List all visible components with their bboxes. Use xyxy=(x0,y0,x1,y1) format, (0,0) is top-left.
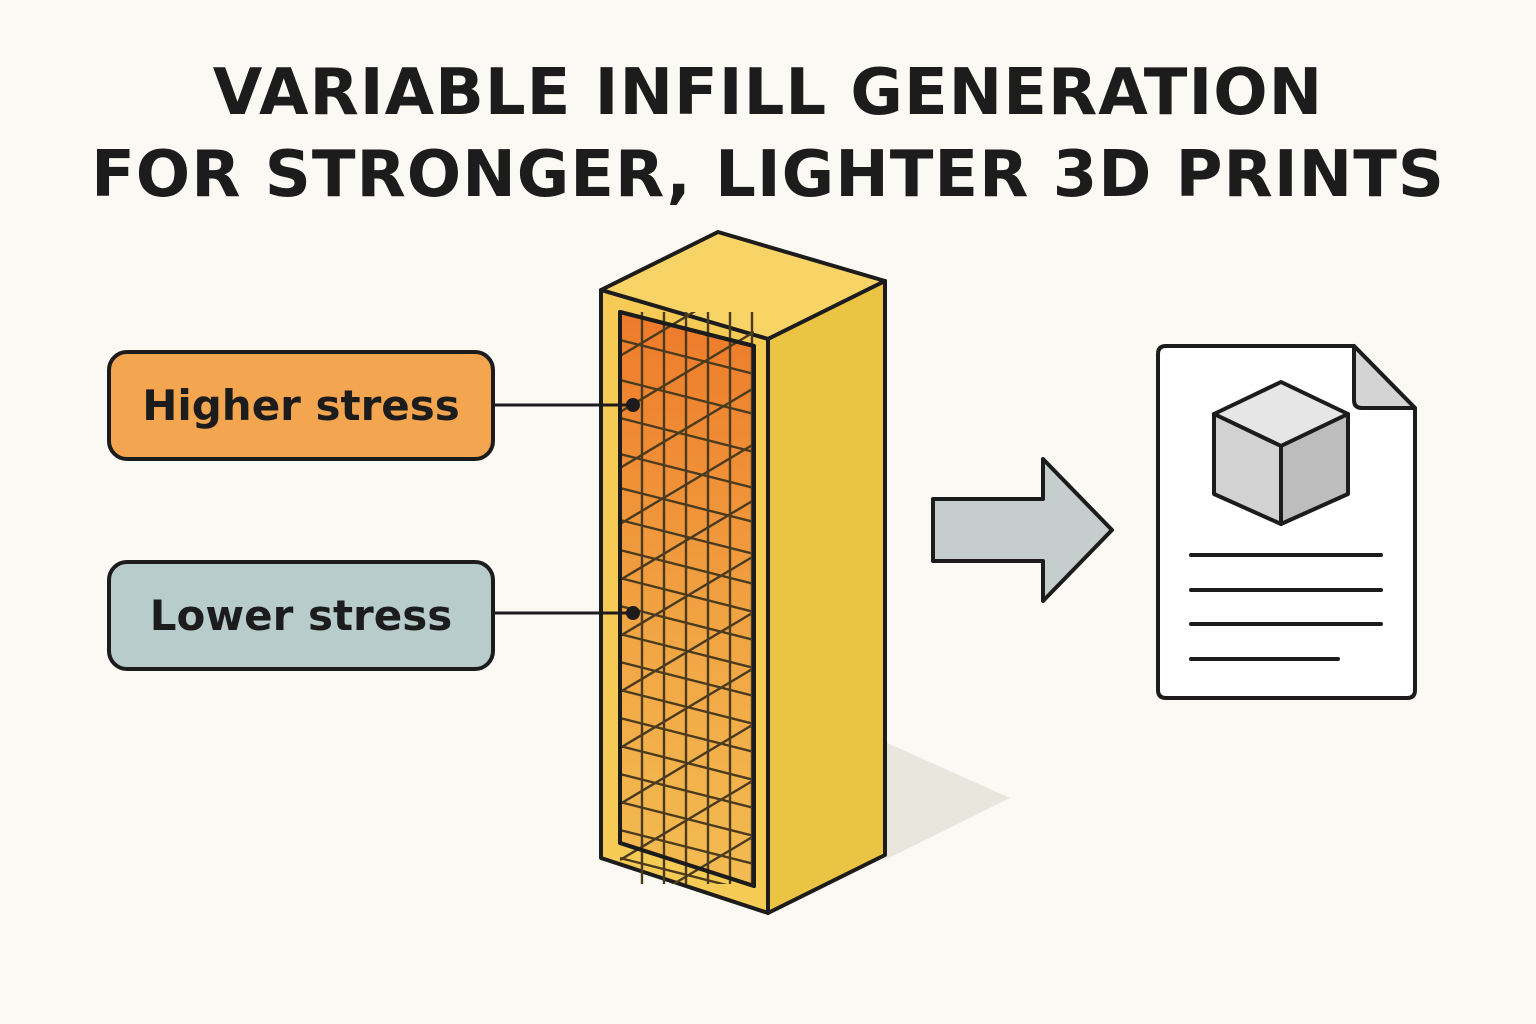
infill-line xyxy=(620,604,754,642)
infill-line xyxy=(620,312,697,358)
infill-line xyxy=(620,716,754,754)
block-shadow xyxy=(885,742,1010,860)
infill-line xyxy=(620,610,754,694)
infill-line xyxy=(620,498,754,582)
infill-window-frame xyxy=(618,310,756,888)
lower-stress-label: Lower stress xyxy=(107,560,495,671)
infill-line xyxy=(620,772,754,810)
infill-line xyxy=(620,548,754,586)
higher-stress-label: Higher stress xyxy=(107,350,495,461)
infill-line xyxy=(620,828,754,866)
cube-icon xyxy=(1212,380,1350,526)
infill-block xyxy=(599,230,887,915)
diagram-title: VARIABLE INFILL GENERATION FOR STRONGER,… xyxy=(0,52,1536,216)
title-line-1: VARIABLE INFILL GENERATION xyxy=(212,56,1324,130)
infill-line xyxy=(620,416,754,454)
title-line-2: FOR STRONGER, LIGHTER 3D PRINTS xyxy=(91,138,1445,212)
connector-higher-stress xyxy=(495,398,640,412)
infill-line xyxy=(620,518,754,556)
infill-line xyxy=(620,778,754,862)
infill-line xyxy=(620,666,754,750)
infill-line xyxy=(620,338,754,376)
infill-line xyxy=(671,834,754,884)
infill-line xyxy=(620,486,754,524)
infill-line xyxy=(620,554,754,638)
connector-dot-high xyxy=(626,398,640,412)
arrow-right-icon xyxy=(931,457,1114,603)
infill-line xyxy=(620,378,754,416)
infill-line xyxy=(620,386,754,470)
document-fold xyxy=(1352,344,1417,410)
connector-lower-stress xyxy=(495,606,640,620)
infill-line xyxy=(620,660,754,698)
block-side-face xyxy=(766,279,887,915)
infill-grid xyxy=(620,312,754,884)
infill-line xyxy=(620,330,754,414)
infill-line xyxy=(620,442,754,526)
infill-line xyxy=(620,722,754,806)
infill-line xyxy=(620,452,754,490)
connector-dot-low xyxy=(626,606,640,620)
document-icon xyxy=(1156,344,1417,700)
